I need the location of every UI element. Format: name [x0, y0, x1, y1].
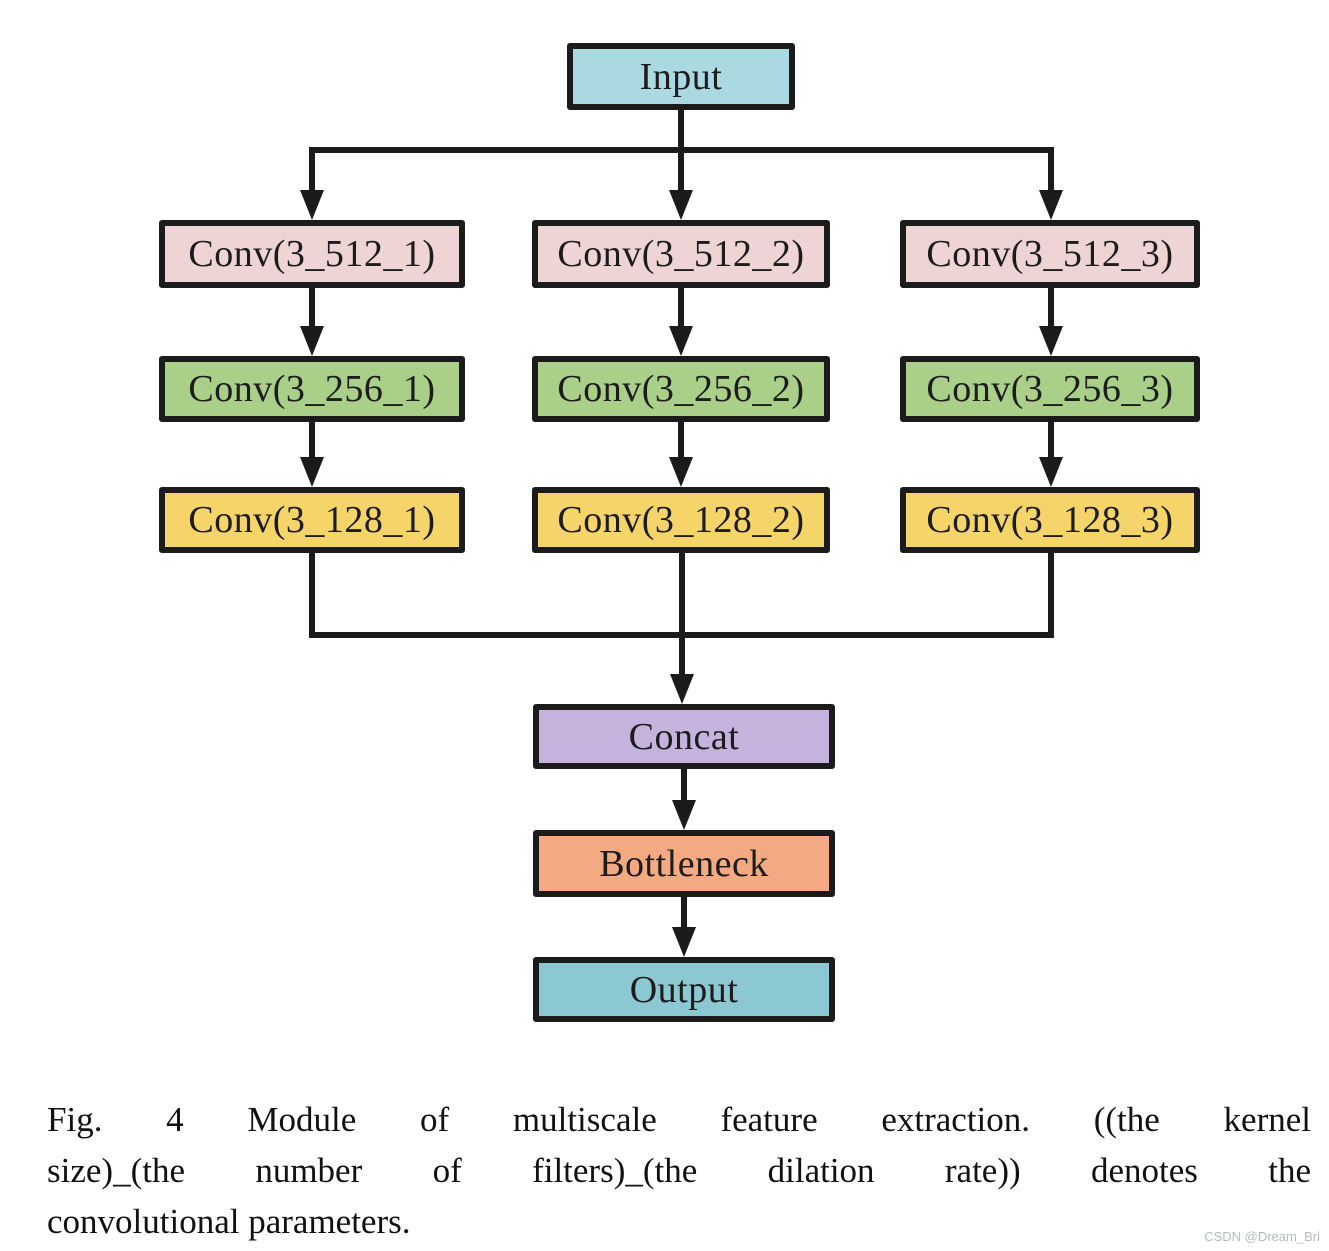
caption-line-1: Fig. 4 Module of multiscale feature extr…: [47, 1100, 1311, 1139]
node-conv-3-128-1: Conv(3_128_1): [159, 487, 465, 553]
caption-line-3: convolutional parameters.: [47, 1202, 411, 1241]
caption-line-2: size)_(the number of filters)_(the dilat…: [47, 1151, 1311, 1190]
concat-to-bottleneck-arrow: [672, 767, 696, 830]
node-conv-3-128-3: Conv(3_128_3): [900, 487, 1200, 553]
node-conv-3-128-2: Conv(3_128_2): [532, 487, 830, 553]
merge-to-concat-lines: [309, 551, 1054, 704]
node-input: Input: [567, 43, 795, 110]
node-conv-3-512-2: Conv(3_512_2): [532, 220, 830, 288]
node-conv-3-256-1: Conv(3_256_1): [159, 356, 465, 422]
node-concat: Concat: [533, 704, 835, 769]
node-bottleneck: Bottleneck: [533, 830, 835, 897]
bottleneck-to-output-arrow: [672, 895, 696, 957]
node-conv-3-512-1: Conv(3_512_1): [159, 220, 465, 288]
row1-to-row2-arrows: [300, 286, 1063, 356]
node-conv-3-256-2: Conv(3_256_2): [532, 356, 830, 422]
figure-caption: Fig. 4 Module of multiscale feature extr…: [47, 1094, 1311, 1247]
node-conv-3-512-3: Conv(3_512_3): [900, 220, 1200, 288]
csdn-watermark: CSDN @Dream_Bri: [1204, 1229, 1320, 1244]
node-output: Output: [533, 957, 835, 1022]
input-split-lines: [300, 108, 1063, 220]
node-conv-3-256-3: Conv(3_256_3): [900, 356, 1200, 422]
row2-to-row3-arrows: [300, 420, 1063, 487]
